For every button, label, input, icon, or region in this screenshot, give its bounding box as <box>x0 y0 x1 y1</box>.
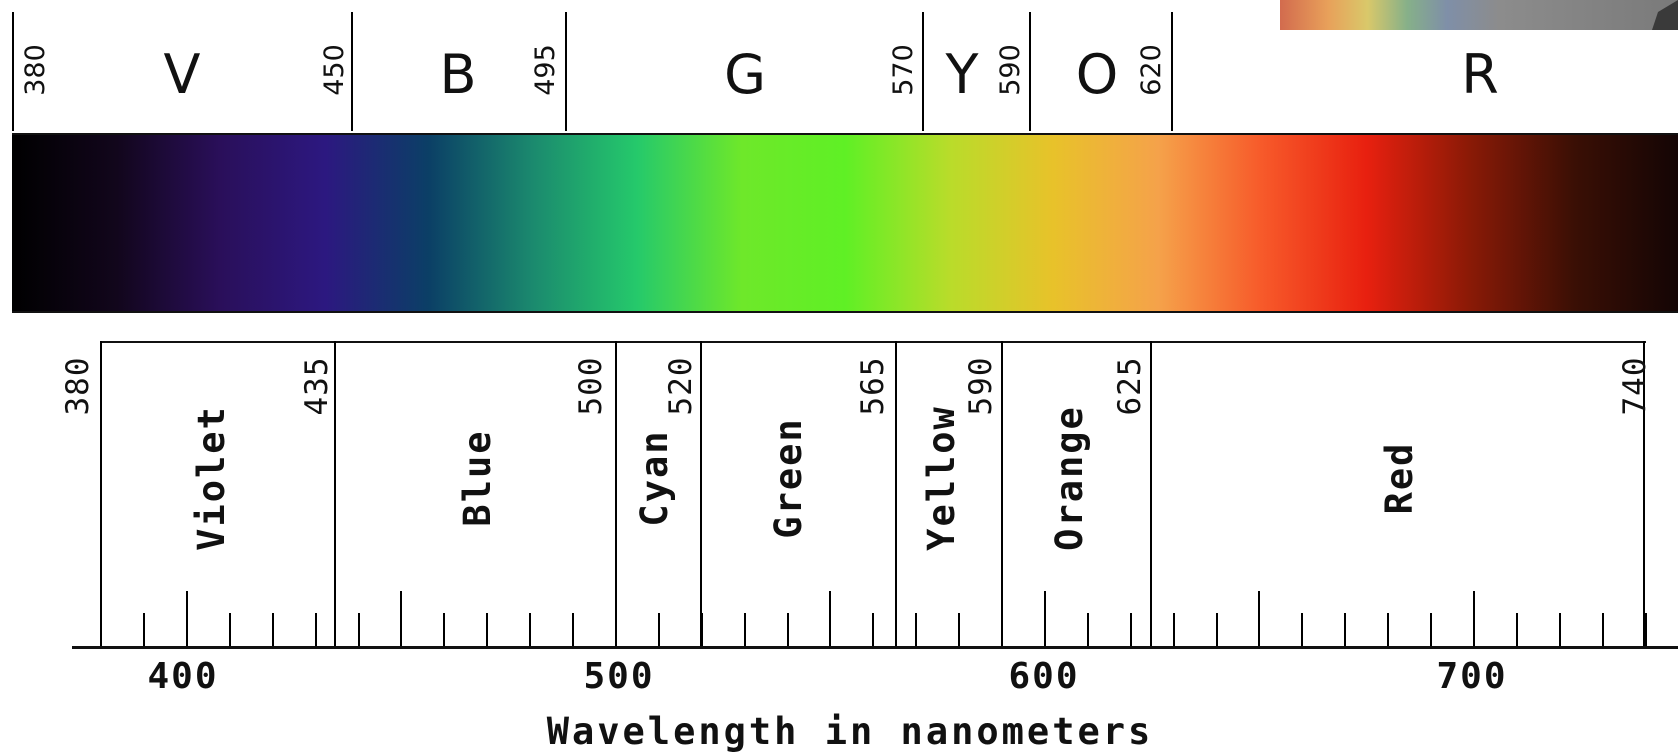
minor-tick <box>443 613 445 646</box>
axis-label-600: 600 <box>1008 656 1080 697</box>
bottom-band-end-label: 565 <box>855 356 891 416</box>
top-boundary-line <box>565 12 567 131</box>
top-boundary-label: 590 <box>995 44 1026 96</box>
rainbow-thumbnail <box>1280 0 1678 30</box>
top-band-letter-g: G <box>724 43 766 106</box>
minor-tick <box>229 613 231 646</box>
bottom-divider-line <box>700 341 702 647</box>
top-band-letter-o: O <box>1075 43 1119 106</box>
axis-label-400: 400 <box>147 656 219 697</box>
top-boundary-line <box>12 12 14 131</box>
bottom-divider-line <box>1150 341 1152 647</box>
bottom-band-end-label: 740 <box>1617 356 1653 416</box>
axis-baseline <box>72 646 1678 649</box>
top-boundary-label: 570 <box>888 44 919 96</box>
band-name-cyan: Cyan <box>633 429 676 527</box>
band-name-violet: Violet <box>190 405 233 551</box>
top-boundary-label: 380 <box>20 44 51 96</box>
minor-tick <box>1087 613 1089 646</box>
minor-tick <box>1516 613 1518 646</box>
bottom-divider-line <box>1001 341 1003 647</box>
minor-tick <box>529 613 531 646</box>
minor-tick <box>872 613 874 646</box>
minor-tick <box>1387 613 1389 646</box>
major-tick <box>186 591 188 646</box>
bottom-start-label: 380 <box>60 356 96 416</box>
band-name-orange: Orange <box>1048 405 1091 551</box>
minor-tick <box>1173 613 1175 646</box>
minor-tick <box>1344 613 1346 646</box>
major-tick <box>1258 591 1260 646</box>
top-boundary-label: 450 <box>319 44 350 96</box>
top-boundary-line <box>1171 12 1173 131</box>
top-band-letter-r: R <box>1461 43 1499 106</box>
band-name-blue: Blue <box>456 429 499 527</box>
axis-label-700: 700 <box>1436 656 1508 697</box>
top-boundary-line <box>922 12 924 131</box>
band-name-green: Green <box>767 417 810 539</box>
bottom-divider-line <box>895 341 897 647</box>
minor-tick <box>572 613 574 646</box>
minor-tick <box>1130 613 1132 646</box>
minor-tick <box>1001 613 1003 646</box>
minor-tick <box>1602 613 1604 646</box>
major-tick <box>829 591 831 646</box>
minor-tick <box>1645 613 1647 646</box>
axis-title: Wavelength in nanometers <box>546 710 1154 753</box>
top-band-letter-v: V <box>163 43 201 106</box>
bottom-divider-line <box>334 341 336 647</box>
top-boundary-line <box>351 12 353 131</box>
minor-tick <box>1216 613 1218 646</box>
major-tick <box>615 591 617 646</box>
bottom-band-end-label: 435 <box>299 356 335 416</box>
axis-label-500: 500 <box>583 656 655 697</box>
top-band-letter-b: B <box>439 43 477 106</box>
major-tick <box>1473 591 1475 646</box>
minor-tick <box>315 613 317 646</box>
minor-tick <box>358 613 360 646</box>
bottom-divider-line <box>615 341 617 647</box>
minor-tick <box>787 613 789 646</box>
minor-tick <box>1301 613 1303 646</box>
minor-tick <box>744 613 746 646</box>
top-boundary-label: 495 <box>530 44 561 96</box>
bottom-box-top-border <box>100 341 1646 343</box>
bottom-band-end-label: 625 <box>1112 356 1148 416</box>
minor-tick <box>486 613 488 646</box>
minor-tick <box>143 613 145 646</box>
minor-tick <box>958 613 960 646</box>
minor-tick <box>1559 613 1561 646</box>
band-name-yellow: Yellow <box>920 405 963 551</box>
bottom-divider-line <box>100 341 102 647</box>
bottom-band-end-label: 590 <box>963 356 999 416</box>
band-name-red: Red <box>1378 441 1421 515</box>
major-tick <box>400 591 402 646</box>
top-boundary-line <box>1029 12 1031 131</box>
spectrum-bar <box>12 133 1678 313</box>
minor-tick <box>272 613 274 646</box>
minor-tick <box>658 613 660 646</box>
bottom-divider-line <box>1643 341 1645 647</box>
minor-tick <box>915 613 917 646</box>
minor-tick <box>701 613 703 646</box>
top-band-letter-y: Y <box>945 43 979 106</box>
bottom-band-end-label: 500 <box>573 356 609 416</box>
major-tick <box>1044 591 1046 646</box>
top-boundary-label: 620 <box>1136 44 1167 96</box>
minor-tick <box>1430 613 1432 646</box>
